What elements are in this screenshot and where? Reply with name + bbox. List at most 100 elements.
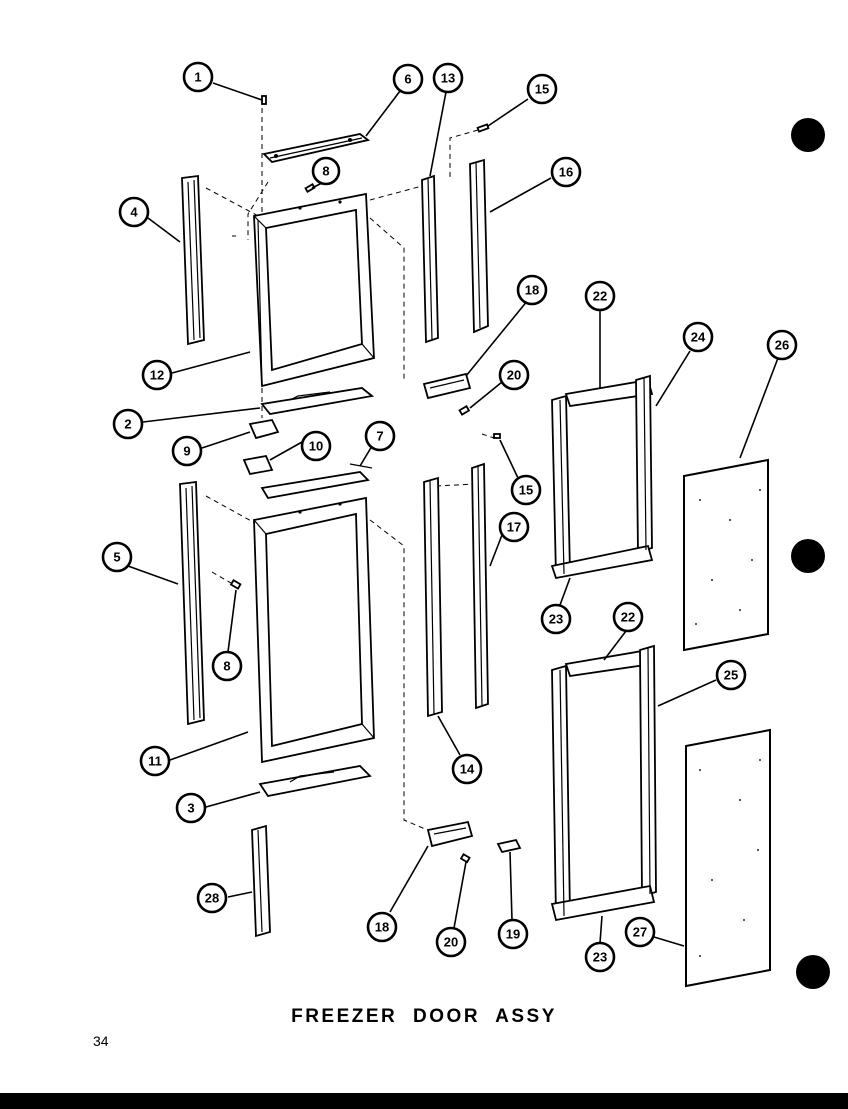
callout-15-lower: 15 [510,474,542,506]
gasket-channel-part-14 [423,476,443,718]
leader-lines [127,82,779,947]
svg-text:1: 1 [194,70,201,85]
callout-14: 14 [451,753,483,785]
bracket-part-7 [260,463,373,499]
svg-text:20: 20 [444,935,458,950]
svg-text:22: 22 [593,289,607,304]
callout-8-lower: 8 [211,650,243,682]
screw-part-20-upper [458,405,471,416]
callout-20-lower: 20 [435,926,467,958]
svg-text:18: 18 [375,920,389,935]
callout-7: 7 [364,420,396,452]
screw-part-15-lower [493,433,501,439]
trim-strip-part-5 [179,480,205,726]
svg-text:3: 3 [187,801,194,816]
binder-hole-top [791,118,825,152]
callout-28: 28 [196,882,228,914]
svg-text:20: 20 [507,368,521,383]
insulation-panel-part-27 [685,728,771,988]
svg-text:26: 26 [775,338,789,353]
post-part-28 [251,824,271,938]
callout-balloons: 1 6 8 13 15 16 4 12 18 22 24 26 20 2 9 1… [101,61,798,973]
svg-text:4: 4 [130,205,138,220]
hinge-bracket-part-6 [262,133,371,163]
svg-text:6: 6 [404,72,411,87]
callout-25: 25 [715,659,747,691]
callout-12: 12 [141,359,173,391]
trim-strip-part-4 [181,174,205,346]
callout-17: 17 [498,511,530,543]
callout-10-upper: 10 [300,430,332,462]
svg-text:11: 11 [148,754,162,769]
callout-24: 24 [682,321,714,353]
callout-2: 2 [112,408,144,440]
screw-part-1 [261,95,267,105]
gasket-channel-part-13 [421,174,439,344]
callout-20-upper: 20 [498,359,530,391]
svg-text:17: 17 [507,520,521,535]
gasket-frame-lower [550,644,657,922]
binder-hole-middle [791,539,825,573]
trim-strip-part-16 [469,158,489,334]
svg-text:15: 15 [535,82,549,97]
hinge-plate-part-2 [260,387,375,415]
screw-part-20-lower [459,853,471,864]
block-part-10-upper [242,454,274,476]
svg-text:15: 15 [519,483,533,498]
callout-18-lower: 18 [366,911,398,943]
callout-9: 9 [171,435,203,467]
part-drawings [179,95,771,988]
screw-part-8-upper [304,183,316,193]
svg-text:2: 2 [124,417,131,432]
svg-text:25: 25 [724,668,738,683]
svg-text:16: 16 [559,165,573,180]
callout-3: 3 [175,792,207,824]
callout-18-upper: 18 [516,274,548,306]
svg-text:23: 23 [593,950,607,965]
callout-1: 1 [182,61,214,93]
callout-22-lower: 22 [612,601,644,633]
insulation-panel-part-26 [683,458,769,652]
gasket-frame-upper [550,374,654,580]
page-number: 34 [93,1033,109,1049]
screw-part-15-upper [476,123,490,133]
diagram-title: FREEZER DOOR ASSY [291,1006,557,1027]
svg-text:22: 22 [621,610,635,625]
callout-26: 26 [766,329,798,361]
hinge-plate-part-3 [258,765,372,797]
svg-text:14: 14 [460,762,475,777]
bracket-part-18-lower [426,820,474,848]
callout-27: 27 [624,916,656,948]
svg-text:9: 9 [183,444,190,459]
svg-text:19: 19 [506,927,520,942]
callout-8-upper: 8 [311,156,341,186]
svg-text:8: 8 [322,164,329,179]
binder-hole-bottom [796,955,830,989]
callout-11: 11 [139,745,171,777]
clip-part-19 [496,838,522,854]
callout-23-upper: 23 [540,603,572,635]
callout-16: 16 [550,156,582,188]
svg-text:8: 8 [223,659,230,674]
trim-strip-part-17 [471,462,489,710]
svg-text:23: 23 [549,612,563,627]
svg-text:24: 24 [691,330,706,345]
callout-6: 6 [392,63,424,95]
callout-23-lower: 23 [584,941,616,973]
assembly-guide-lines [205,108,495,833]
svg-text:7: 7 [376,429,383,444]
bracket-part-18-upper [422,372,472,400]
svg-text:10: 10 [309,439,323,454]
door-frame-part-12 [253,192,375,388]
svg-text:28: 28 [205,891,219,906]
door-frame-part-11 [253,496,375,764]
callout-5: 5 [101,541,133,573]
callout-4: 4 [118,196,150,228]
callout-22-upper: 22 [584,280,616,312]
svg-text:13: 13 [441,71,455,86]
svg-text:12: 12 [150,368,164,383]
svg-text:18: 18 [525,283,539,298]
block-part-9 [248,418,280,440]
screw-part-8-lower [229,579,242,590]
